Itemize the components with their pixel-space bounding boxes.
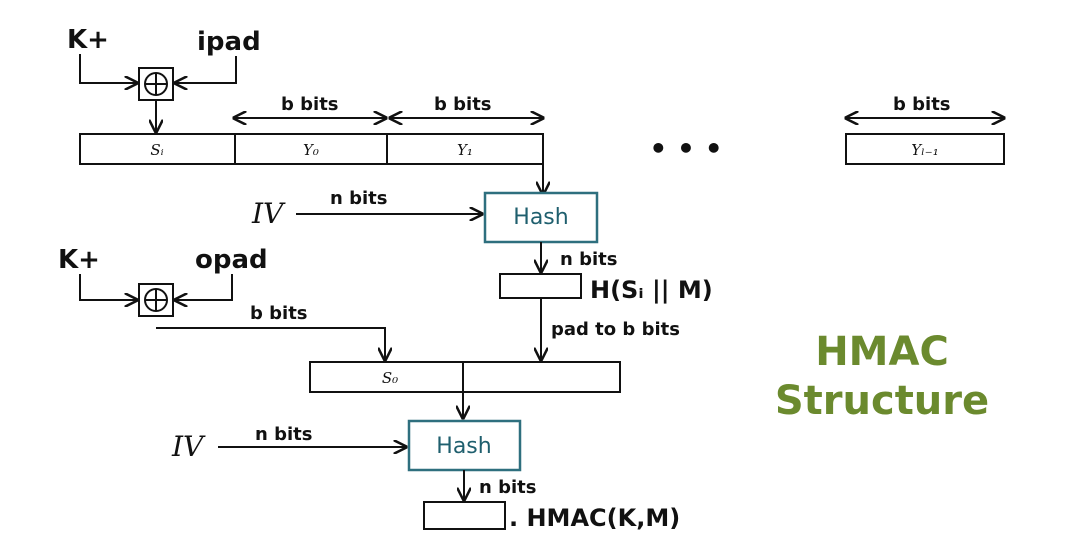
title-line2: Structure — [775, 378, 989, 424]
k-plus-top-to-xor-arrow — [79, 54, 137, 83]
n-bits-hash-bottom-label: n bits — [479, 477, 536, 498]
k-plus-bottom-to-xor-arrow — [79, 274, 137, 300]
outer-block-row — [309, 361, 621, 393]
hash-bottom-box — [407, 419, 522, 472]
iv-bottom-label: IV — [171, 430, 206, 463]
ipad-label: ipad — [197, 27, 261, 57]
b-bits-opad-label: b bits — [250, 303, 308, 324]
n-bits-iv-top-label: n bits — [330, 188, 387, 209]
ipad-to-xor-arrow — [175, 56, 237, 83]
s0-cell-label: S₀ — [382, 369, 398, 387]
opad-label: opad — [195, 245, 268, 275]
message-block-row — [79, 133, 544, 165]
y1-cell-label: Y₁ — [457, 141, 473, 159]
hmac-output-box — [423, 501, 506, 530]
b-bits-y0-label: b bits — [281, 94, 339, 115]
n-bits-iv-bottom-label: n bits — [255, 424, 312, 445]
si-cell-label: Sᵢ — [150, 141, 163, 159]
y0-cell-label: Y₀ — [303, 141, 319, 159]
n-bits-hash-top-label: n bits — [560, 249, 617, 270]
inner-hash-output-box — [499, 273, 582, 299]
k-plus-bottom-label: K+ — [58, 245, 100, 275]
hash-top-label: Hash — [513, 205, 568, 230]
yl1-cell — [845, 133, 1005, 165]
xor-inner-icon — [138, 67, 174, 101]
hash-top-box — [483, 191, 599, 244]
xor-outer-icon — [138, 283, 174, 317]
hash-bottom-label: Hash — [436, 434, 491, 459]
ellipsis-dots: • • • — [649, 132, 722, 165]
b-bits-y1-label: b bits — [434, 94, 492, 115]
b-bits-yl-label: b bits — [893, 94, 951, 115]
k-plus-top-label: K+ — [67, 25, 109, 55]
opad-to-xor-arrow — [175, 274, 233, 300]
h-si-m-label: H(Sᵢ || M) — [590, 276, 713, 304]
xor-to-s0-arrow — [156, 327, 385, 360]
pad-to-b-bits-label: pad to b bits — [551, 319, 680, 340]
iv-top-label: IV — [251, 197, 286, 230]
title-line1: HMAC — [815, 329, 949, 375]
yl1-cell-label: Yₗ₋₁ — [911, 141, 938, 159]
hmac-output-label: . HMAC(K,M) — [509, 504, 680, 532]
